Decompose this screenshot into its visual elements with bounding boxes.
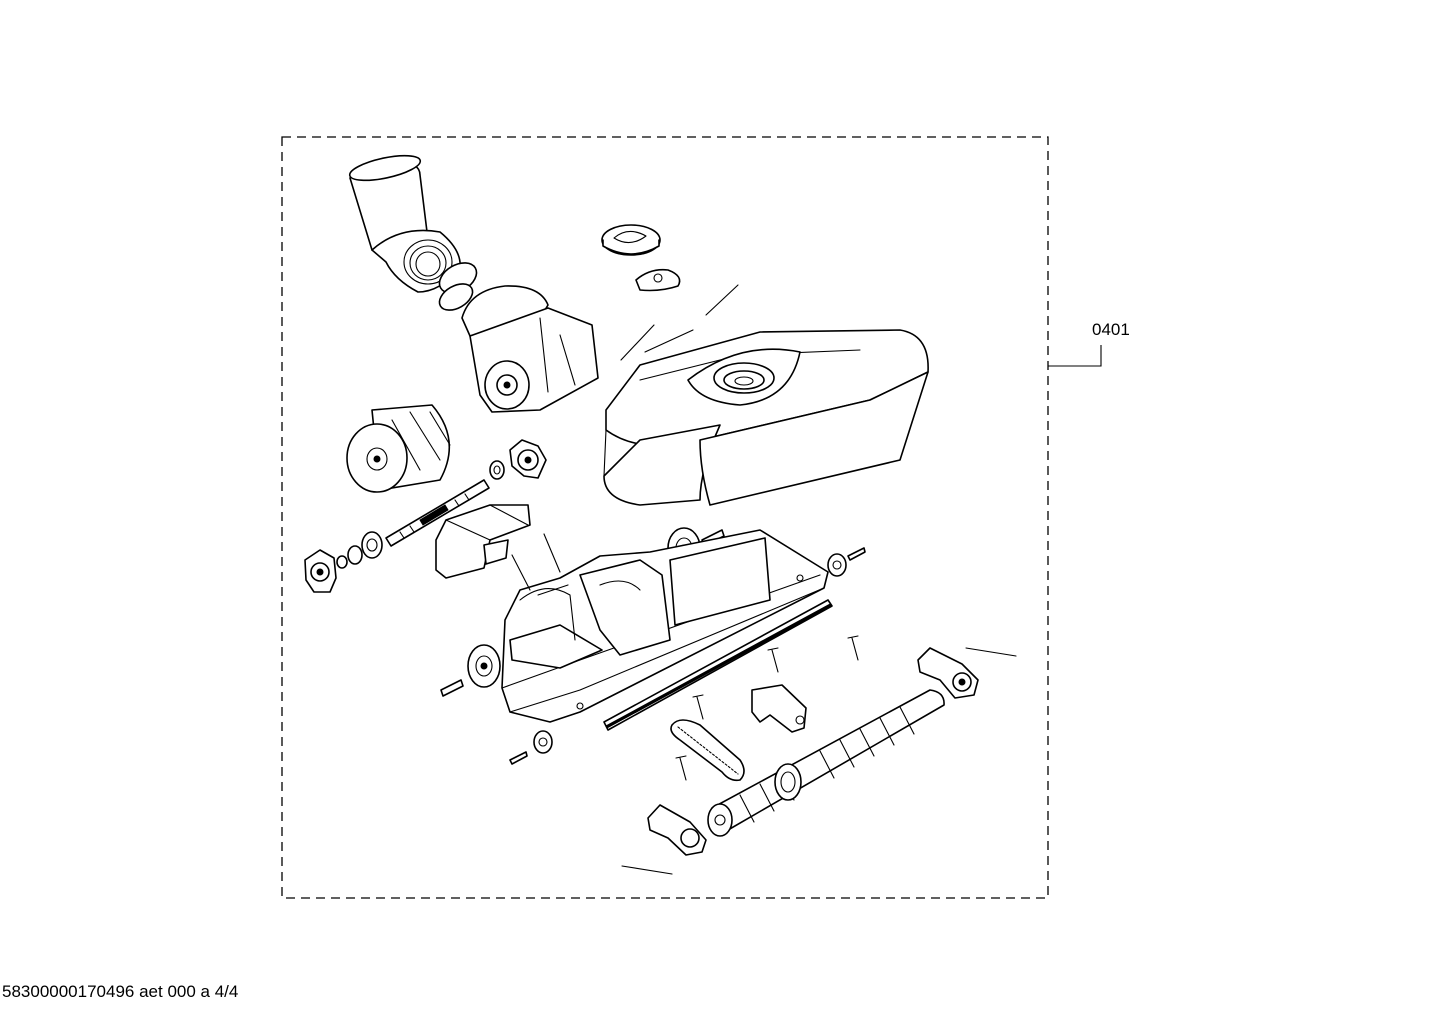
turbine-drum-part bbox=[346, 404, 451, 493]
pin-part bbox=[620, 284, 739, 361]
belt-cover-part bbox=[751, 684, 807, 733]
base-plate-part bbox=[501, 529, 829, 723]
top-cover-part bbox=[603, 329, 929, 506]
assembly-frame bbox=[281, 136, 1049, 899]
swivel-neck-part bbox=[348, 154, 461, 293]
drive-belt-part bbox=[670, 719, 745, 782]
callout-leader bbox=[1048, 345, 1102, 367]
drive-shaft-part bbox=[385, 479, 490, 547]
shaft-bearing-part bbox=[489, 439, 547, 480]
brush-strip-part bbox=[603, 599, 833, 731]
clip-disc-part bbox=[601, 224, 681, 292]
retaining-ring-part bbox=[438, 262, 478, 311]
left-bearing-bracket-part bbox=[304, 549, 337, 593]
gear-washer-part bbox=[336, 531, 383, 569]
joint-housing-part bbox=[461, 285, 599, 413]
screw-part bbox=[675, 635, 859, 781]
callout-label-0401: 0401 bbox=[1092, 320, 1130, 339]
brush-end-cap-part bbox=[647, 647, 979, 856]
air-flap-part bbox=[435, 504, 531, 579]
brush-roller-part bbox=[707, 689, 945, 837]
long-pin-part bbox=[511, 533, 1017, 875]
document-footer: 58300000170496 aet 000 a 4/4 bbox=[2, 982, 239, 1001]
